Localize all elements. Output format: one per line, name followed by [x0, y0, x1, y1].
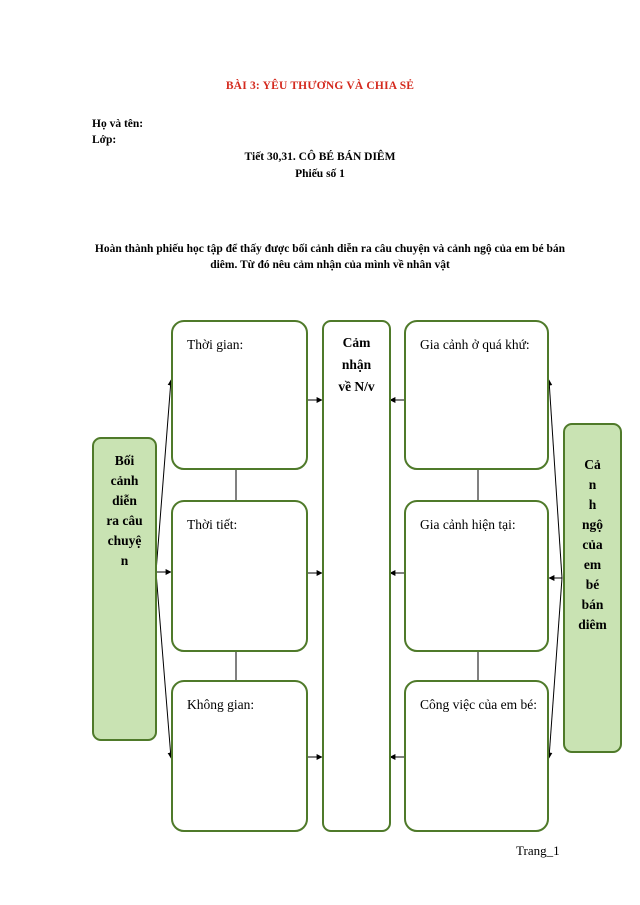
child-work-label: Công việc của em bé: — [420, 697, 537, 712]
name-label: Họ và tên: — [92, 118, 144, 130]
left-context-label: Bối cảnh diễn ra câu chuyệ n — [92, 437, 157, 741]
impression-title: Cảm nhận về N/v — [338, 335, 375, 394]
past-family-box[interactable]: Gia cảnh ở quá khứ: — [404, 320, 549, 470]
space-box[interactable]: Không gian: — [171, 680, 308, 832]
current-family-box[interactable]: Gia cảnh hiện tại: — [404, 500, 549, 652]
current-family-label: Gia cảnh hiện tại: — [420, 517, 516, 532]
time-label: Thời gian: — [187, 337, 244, 352]
time-box[interactable]: Thời gian: — [171, 320, 308, 470]
child-work-box[interactable]: Công việc của em bé: — [404, 680, 549, 832]
right-circumstance-label: Cả n h ngộ của em bé bán diêm — [563, 423, 622, 753]
impression-box[interactable]: Cảm nhận về N/v — [322, 320, 391, 832]
class-label: Lớp: — [92, 134, 117, 146]
past-family-label: Gia cảnh ở quá khứ: — [420, 337, 530, 352]
weather-box[interactable]: Thời tiết: — [171, 500, 308, 652]
space-label: Không gian: — [187, 697, 255, 712]
period-title: Tiết 30,31. CÔ BÉ BÁN DIÊM — [244, 151, 396, 163]
instruction-text: Hoàn thành phiếu học tập để thấy được bố… — [94, 243, 566, 271]
page-number: Trang_1 — [516, 843, 560, 858]
sheet-label: Phiếu số 1 — [295, 168, 345, 180]
lesson-title: BÀI 3: YÊU THƯƠNG VÀ CHIA SẺ — [225, 80, 415, 92]
weather-label: Thời tiết: — [187, 517, 238, 532]
